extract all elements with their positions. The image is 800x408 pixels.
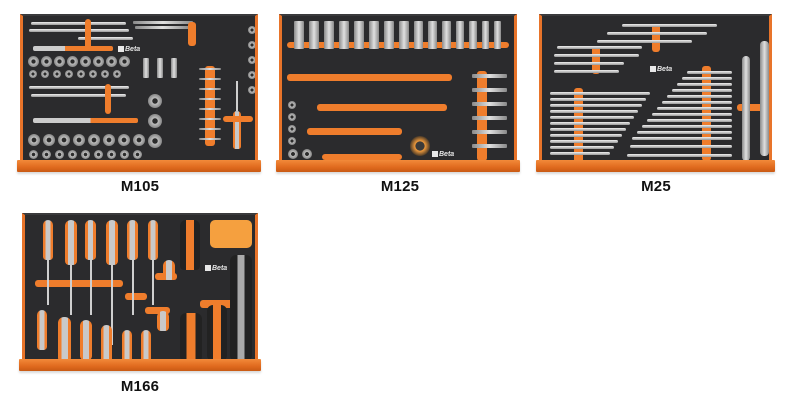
- brand-logo: Beta: [118, 46, 140, 53]
- tray-label-m25: M25: [641, 178, 671, 195]
- brand-logo: Beta: [205, 265, 227, 272]
- tray-foam: Beta: [20, 14, 258, 162]
- tray-m105: Beta: [17, 14, 261, 174]
- brand-logo: Beta: [432, 151, 454, 158]
- tray-label-m166: M166: [120, 378, 160, 395]
- tray-lip: [536, 160, 775, 172]
- tray-lip: [17, 160, 261, 172]
- tray-foam: Beta: [539, 14, 772, 162]
- tray-m166: Beta: [19, 213, 261, 373]
- brand-logo: Beta: [650, 66, 672, 73]
- tray-lip: [19, 359, 261, 371]
- tray-m125: Beta: [276, 14, 520, 174]
- tray-foam: Beta: [22, 213, 258, 361]
- tray-m25: Beta: [536, 14, 775, 174]
- tray-label-m105: M105: [120, 178, 160, 195]
- tray-foam: Beta: [279, 14, 517, 162]
- tray-label-m125: M125: [380, 178, 420, 195]
- tray-lip: [276, 160, 520, 172]
